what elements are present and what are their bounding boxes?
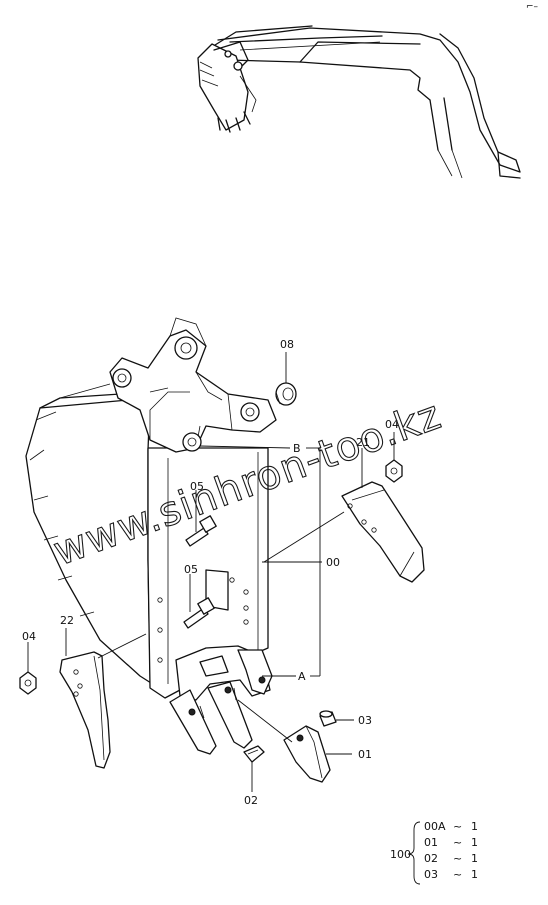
label-B: B <box>293 442 301 455</box>
side-cutter-22 <box>59 651 111 769</box>
bom-code: 01 <box>424 836 438 849</box>
label-05-lower: 05 <box>184 563 198 576</box>
bom-code: 03 <box>424 868 438 881</box>
bolt-05-upper <box>185 515 217 547</box>
bom-sep: ~ <box>453 852 462 865</box>
bom-row-2: 02 ~ 1 <box>424 852 478 865</box>
bolt-05-lower <box>183 597 215 629</box>
label-21: 21 <box>356 436 370 449</box>
nut-04-left <box>19 671 37 695</box>
label-00: 00 <box>326 556 340 569</box>
bom-code: 00A <box>424 820 446 833</box>
bom-row-3: 03 ~ 1 <box>424 868 478 881</box>
label-01: 01 <box>358 748 372 761</box>
label-05-upper: 05 <box>190 480 204 493</box>
label-A: A <box>298 670 306 683</box>
bom-row-0: 00A ~ 1 <box>424 820 478 833</box>
bom-sep: ~ <box>453 820 462 833</box>
excavator-arm-overview <box>197 25 521 179</box>
bucket-assembly <box>25 317 277 755</box>
lock-02 <box>243 745 265 763</box>
bom-assembly-number: 100 <box>390 848 411 861</box>
label-02: 02 <box>244 794 258 807</box>
leader-lines <box>27 352 395 792</box>
bom-qty: 1 <box>471 820 478 833</box>
nut-04-right <box>385 459 403 483</box>
label-03: 03 <box>358 714 372 727</box>
label-04-right: 04 <box>385 418 399 431</box>
washer-08 <box>275 382 297 406</box>
bom-qty: 1 <box>471 836 478 849</box>
label-08: 08 <box>280 338 294 351</box>
part-labels: 08 04 21 B 05 05 00 22 04 A 03 01 02 <box>22 338 399 807</box>
bom-code: 02 <box>424 852 438 865</box>
pin-03 <box>319 710 337 727</box>
corner-mark: ⌐– <box>526 2 539 12</box>
tooth-left <box>169 689 217 755</box>
tooth-middle <box>207 681 253 749</box>
bom-table: 100 00A ~ 1 01 ~ 1 02 ~ 1 03 ~ 1 <box>390 820 478 885</box>
bom-sep: ~ <box>453 868 462 881</box>
bom-sep: ~ <box>453 836 462 849</box>
label-22: 22 <box>60 614 74 627</box>
bom-row-1: 01 ~ 1 <box>424 836 478 849</box>
bom-qty: 1 <box>471 852 478 865</box>
tooth-01 <box>283 725 331 783</box>
label-04-left: 04 <box>22 630 36 643</box>
side-cutter-21 <box>341 481 425 583</box>
bom-qty: 1 <box>471 868 478 881</box>
